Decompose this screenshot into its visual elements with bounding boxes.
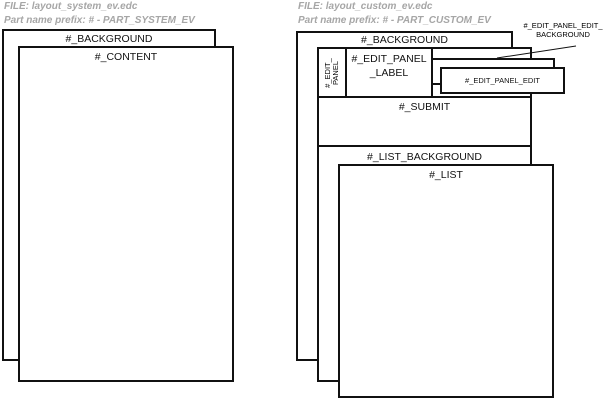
- list-label: #_LIST: [429, 169, 463, 181]
- system-file-label: FILE: layout_system_ev.edc: [4, 1, 138, 12]
- submit-part: #_SUBMIT: [317, 96, 532, 147]
- system-background-label: #_BACKGROUND: [65, 33, 153, 45]
- custom-file-label: FILE: layout_custom_ev.edc: [298, 1, 433, 12]
- system-content-part: #_CONTENT: [18, 46, 234, 382]
- system-content-label: #_CONTENT: [94, 51, 158, 63]
- edit-panel-edit-label: #_EDIT_PANEL_EDIT: [465, 76, 540, 85]
- callout-line1: #_EDIT_PANEL_EDIT_: [523, 21, 603, 30]
- custom-background-label: #_BACKGROUND: [361, 34, 448, 46]
- edit-panel-edit-part: #_EDIT_PANEL_EDIT: [440, 67, 565, 94]
- edit-panel-label-line1: #_EDIT_PANEL: [351, 53, 427, 65]
- custom-prefix-label: Part name prefix: # - PART_CUSTOM_EV: [298, 15, 491, 26]
- callout-line2: BACKGROUND: [536, 30, 590, 39]
- list-background-label: #_LIST_BACKGROUND: [367, 151, 482, 163]
- list-part: #_LIST: [338, 164, 554, 398]
- edit-panel-label-part: #_EDIT_PANEL _LABEL: [345, 47, 433, 98]
- system-prefix-label: Part name prefix: # - PART_SYSTEM_EV: [4, 15, 195, 26]
- submit-label: #_SUBMIT: [398, 101, 451, 113]
- edit-panel-label-line2: _LABEL: [369, 67, 409, 79]
- edit-panel-edit-background-callout: #_EDIT_PANEL_EDIT_ BACKGROUND: [520, 21, 606, 39]
